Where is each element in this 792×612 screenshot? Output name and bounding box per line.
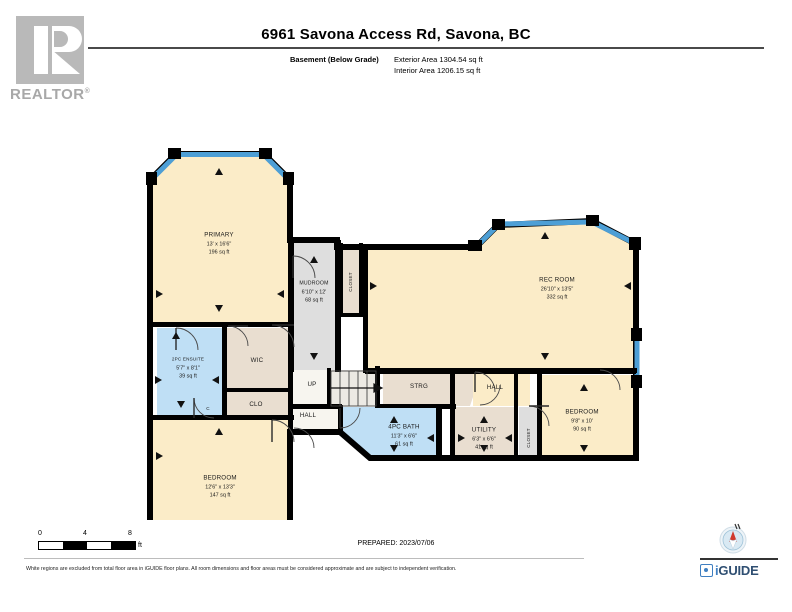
room-fill-ensuite <box>157 328 223 418</box>
iguide-logo: iGUIDE <box>700 563 759 578</box>
scale-unit: ft <box>138 542 142 549</box>
dimension-arrows <box>155 168 631 460</box>
compass-icon <box>716 521 750 555</box>
room-fill-bedroom-right <box>541 375 637 457</box>
level-label: Basement (Below Grade) <box>290 55 379 64</box>
iguide-camera-icon <box>700 564 713 577</box>
room-fill-clo <box>226 392 290 418</box>
footer-divider <box>24 558 584 559</box>
scale-tick-0: 0 <box>38 530 42 537</box>
scale-tick-4: 4 <box>83 530 87 537</box>
realtor-registered-mark: ® <box>84 88 91 95</box>
room-fills <box>150 154 637 520</box>
room-fill-wic <box>226 328 290 388</box>
floor-plan: PRIMARY 13' x 16'6" 196 sq ft MUDROOM 6'… <box>0 60 792 520</box>
room-fill-bedroom-left <box>150 420 290 520</box>
title-divider <box>88 47 764 49</box>
scale-bar: 0 4 8 ft <box>38 530 148 550</box>
room-fill-mudroom <box>291 243 337 370</box>
realtor-logo: REALTOR® <box>8 16 112 108</box>
interior-area: Interior Area 1206.15 sq ft <box>394 66 481 75</box>
scale-ticks: 0 4 8 <box>38 530 148 541</box>
prepared-date: PREPARED: 2023/07/06 <box>357 540 435 547</box>
iguide-wordmark: iGUIDE <box>715 563 759 578</box>
page-title: 6961 Savona Access Rd, Savona, BC <box>261 26 531 43</box>
exterior-area: Exterior Area 1304.54 sq ft <box>394 55 483 64</box>
scale-tick-8: 8 <box>128 530 132 537</box>
disclaimer-text: White regions are excluded from total fl… <box>26 566 457 572</box>
room-fill-4pcbath <box>340 407 440 457</box>
stair-direction-arrow <box>331 383 384 393</box>
room-fill-closet-right <box>519 407 539 457</box>
floor-plan-drawing <box>146 148 642 520</box>
level-summary: Basement (Below Grade) Exterior Area 1304… <box>290 54 620 76</box>
iguide-divider <box>700 558 778 560</box>
realtor-wordmark: REALTOR® <box>10 86 90 103</box>
realtor-mark <box>16 16 84 84</box>
realtor-word-text: REALTOR <box>10 86 85 103</box>
room-fill-closet-mud <box>341 245 361 313</box>
room-fill-strg <box>383 370 478 406</box>
room-fill-recroom <box>365 221 636 373</box>
door-leaves <box>175 256 549 442</box>
room-fill-hall-right <box>473 370 530 406</box>
scale-bar-graphic <box>38 541 136 550</box>
wall-corner-blocks <box>146 148 642 388</box>
room-fill-primary <box>150 154 290 325</box>
